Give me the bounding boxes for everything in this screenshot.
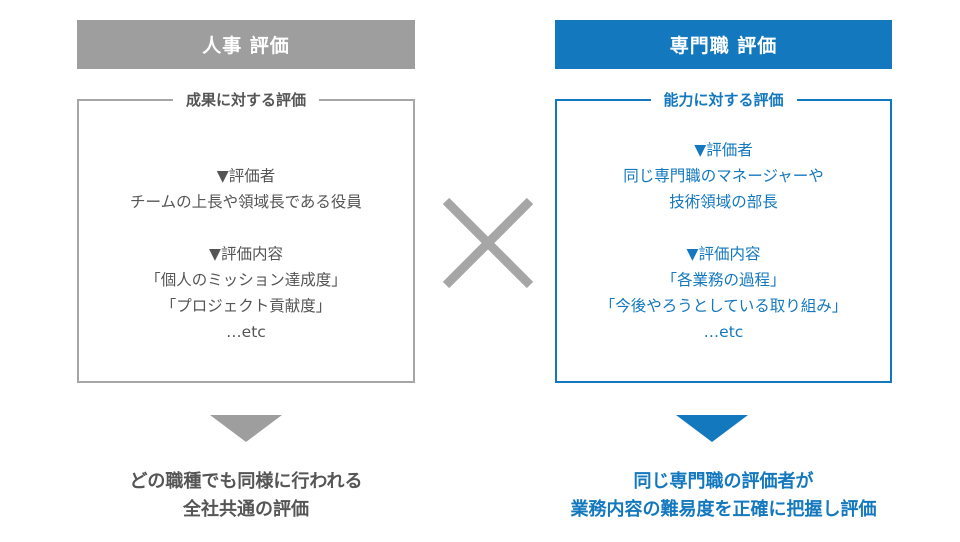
hr-evaluation-header-label: 人事 評価 [202,35,290,57]
hr-evaluator-heading: ▼評価者 [216,167,276,185]
hr-criteria-heading: ▼評価内容 [209,245,283,263]
hr-evaluation-box: 成果に対する評価 ▼評価者 チームの上長や領域長である役員 ▼評価内容 「個人の… [77,89,415,383]
hr-conclusion-line: どの職種でも同様に行われる [129,471,363,492]
specialist-evaluator-heading: ▼評価者 [694,141,753,159]
down-triangle-arrow-icon [210,415,282,442]
specialist-evaluator-line: 技術領域の部長 [669,193,778,211]
specialist-conclusion-line: 業務内容の難易度を正確に把握し評価 [570,499,877,520]
hr-criteria-line: 「個人のミッション達成度」 [145,271,347,289]
hr-conclusion-line: 全社共通の評価 [183,499,309,520]
hr-criteria-line: 「プロジェクト貢献度」 [160,297,332,315]
specialist-conclusion-line: 同じ専門職の評価者が [633,471,814,492]
specialist-criteria-line: 「今後やろうとしている取り組み」 [599,297,848,315]
hr-evaluator-line: チームの上長や領域長である役員 [130,193,362,211]
hr-evaluation-box-content: ▼評価者 チームの上長や領域長である役員 ▼評価内容 「個人のミッション達成度」… [79,163,413,345]
specialist-criteria-line: 「各業務の過程」 [661,271,786,289]
specialist-evaluation-conclusion: 同じ専門職の評価者が 業務内容の難易度を正確に把握し評価 [530,468,917,524]
specialist-evaluation-box-title: 能力に対する評価 [650,89,797,111]
hr-evaluation-conclusion: どの職種でも同様に行われる 全社共通の評価 [77,468,415,524]
hr-evaluation-box-title: 成果に対する評価 [172,89,320,111]
specialist-evaluation-box: 能力に対する評価 ▼評価者 同じ専門職のマネージャーや 技術領域の部長 ▼評価内… [555,89,892,383]
hr-criteria-line: …etc [226,323,266,341]
specialist-criteria-heading: ▼評価内容 [686,245,761,263]
specialist-evaluation-box-content: ▼評価者 同じ専門職のマネージャーや 技術領域の部長 ▼評価内容 「各業務の過程… [557,137,890,345]
multiply-cross-icon [442,197,534,289]
specialist-criteria-line: …etc [703,323,744,341]
hr-evaluation-header: 人事 評価 [77,20,415,69]
specialist-evaluation-header: 専門職 評価 [555,20,892,69]
specialist-evaluation-header-label: 専門職 評価 [669,35,778,57]
cross-stroke-b [442,197,534,289]
down-triangle-arrow-icon [676,415,748,442]
specialist-evaluator-line: 同じ専門職のマネージャーや [623,167,824,185]
